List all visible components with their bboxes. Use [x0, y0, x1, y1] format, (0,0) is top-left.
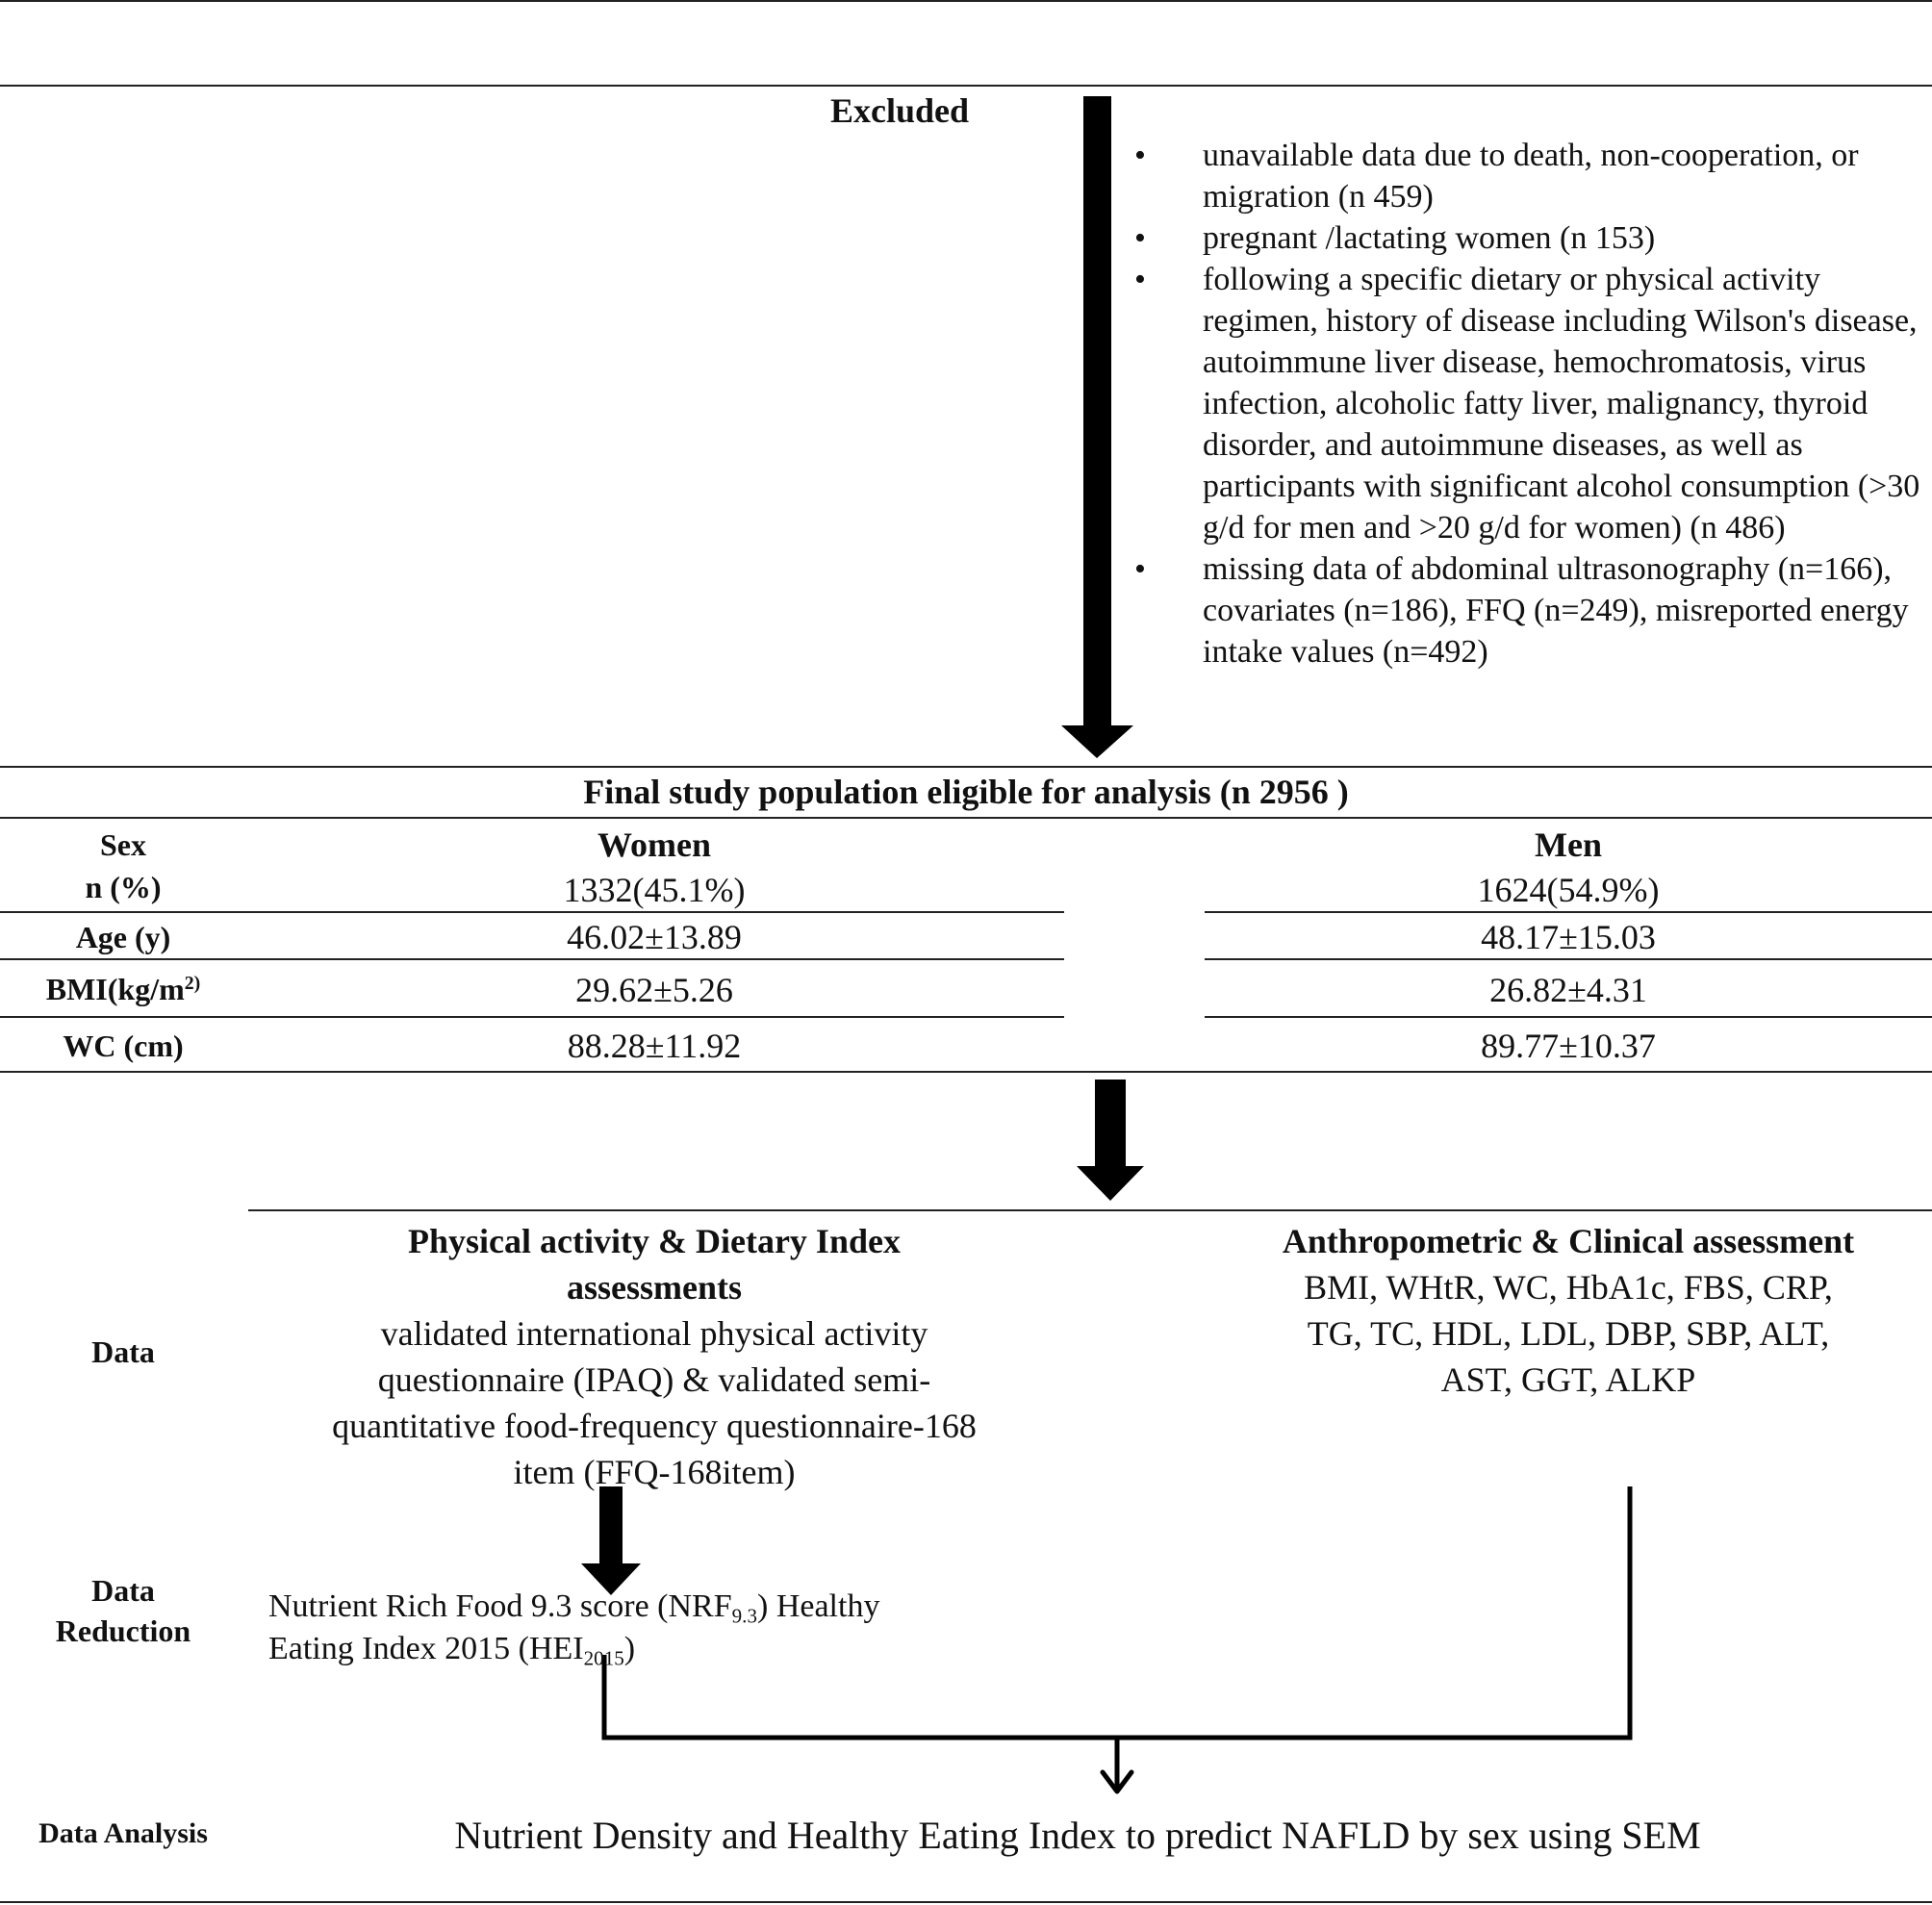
bmi-label-base: BMI(kg/m — [45, 972, 185, 1006]
bottom-border — [0, 1901, 1932, 1903]
reduction-line-2: Eating Index 2015 (HEI2015) — [268, 1628, 879, 1670]
excluded-arrow — [1061, 96, 1133, 758]
excluded-item-text: following a specific dietary or physical… — [1203, 262, 1920, 546]
bullet-icon: • — [1134, 262, 1146, 297]
top-border — [0, 0, 1932, 2]
reduction-text-part: ) Healthy — [757, 1588, 880, 1624]
excluded-item-text: unavailable data due to death, non-coope… — [1203, 138, 1859, 215]
men-bmi: 26.82±4.31 — [1489, 971, 1647, 1009]
row-label-sex: Sex — [100, 827, 146, 862]
women-row-rule-3 — [0, 1016, 1064, 1018]
anthro-body-line: BMI, WHtR, WC, HbA1c, FBS, CRP, — [1304, 1268, 1833, 1307]
reduction-subscript: 2015 — [583, 1646, 624, 1670]
excluded-title: Excluded — [830, 91, 970, 130]
assessment-top-rule — [248, 1209, 1932, 1211]
physical-body-line: questionnaire (IPAQ) & validated semi- — [377, 1360, 931, 1399]
row-label-n: n (%) — [85, 870, 162, 904]
final-bottom-rule — [0, 1071, 1932, 1073]
excluded-item-text: pregnant /lactating women (n 153) — [1203, 220, 1656, 256]
physical-to-reduction-arrow — [581, 1486, 641, 1595]
stage-label-data: Data — [91, 1334, 155, 1369]
stage-label-reduction: Data Reduction — [0, 1570, 246, 1651]
stage-label-reduction-line: Reduction — [55, 1613, 191, 1648]
women-header: Women — [597, 826, 711, 864]
men-wc: 89.77±10.37 — [1481, 1027, 1656, 1065]
bullet-icon: • — [1134, 220, 1146, 256]
men-row-rule-3 — [1205, 1016, 1932, 1018]
excluded-item: • unavailable data due to death, non-coo… — [1126, 135, 1924, 217]
merge-connector — [601, 1486, 1633, 1794]
stage-label-analysis: Data Analysis — [38, 1817, 208, 1849]
reduction-subscript: 9.3 — [731, 1604, 757, 1628]
women-row-rule-2 — [0, 958, 1064, 960]
reduction-line-1: Nutrient Rich Food 9.3 score (NRF9.3) He… — [268, 1586, 879, 1628]
men-age: 48.17±15.03 — [1481, 918, 1656, 956]
final-to-assessment-arrow — [1077, 1080, 1144, 1201]
bullet-icon: • — [1134, 138, 1146, 173]
women-n: 1332(45.1%) — [563, 871, 746, 909]
women-age: 46.02±13.89 — [567, 918, 742, 956]
excluded-item-text: missing data of abdominal ultrasonograph… — [1203, 551, 1909, 670]
women-bmi: 29.62±5.26 — [575, 971, 733, 1009]
men-header: Men — [1535, 826, 1602, 864]
bullet-icon: • — [1134, 551, 1146, 587]
anthro-title: Anthropometric & Clinical assessment — [1282, 1222, 1855, 1260]
reduction-text-part: ) — [623, 1631, 636, 1666]
physical-body-line: quantitative food-frequency questionnair… — [332, 1407, 977, 1445]
row-label-bmi: BMI(kg/m2) — [0, 974, 246, 1004]
physical-body-line: validated international physical activit… — [380, 1314, 928, 1353]
men-row-rule-1 — [1205, 911, 1932, 913]
reduction-text-part: Nutrient Rich Food 9.3 score (NRF — [268, 1588, 732, 1624]
reduction-text-part: Eating Index 2015 (HEI — [268, 1631, 584, 1666]
excluded-item: • pregnant /lactating women (n 153) — [1126, 217, 1924, 259]
women-row-rule-1 — [0, 911, 1064, 913]
women-wc: 88.28±11.92 — [567, 1027, 742, 1065]
excluded-item: • following a specific dietary or physic… — [1126, 259, 1924, 548]
anthro-body-line: TG, TC, HDL, LDL, DBP, SBP, ALT, — [1307, 1314, 1830, 1353]
bmi-label-sup: 2) — [184, 973, 201, 995]
final-title-rule — [0, 817, 1932, 819]
analysis-text: Nutrient Density and Healthy Eating Inde… — [454, 1814, 1701, 1857]
physical-assessment: Physical activity & Dietary Index assess… — [260, 1218, 1049, 1495]
excluded-top-rule — [0, 85, 1932, 87]
anthro-assessment: Anthropometric & Clinical assessment BMI… — [1222, 1218, 1915, 1403]
final-title: Final study population eligible for anal… — [583, 773, 1349, 811]
men-row-rule-2 — [1205, 958, 1932, 960]
excluded-item: • missing data of abdominal ultrasonogra… — [1126, 548, 1924, 673]
anthro-body-line: AST, GGT, ALKP — [1440, 1360, 1696, 1399]
reduction-text: Nutrient Rich Food 9.3 score (NRF9.3) He… — [268, 1586, 879, 1670]
physical-body-line: item (FFQ-168item) — [513, 1453, 796, 1491]
physical-title-line: assessments — [566, 1268, 742, 1307]
men-n: 1624(54.9%) — [1477, 871, 1660, 909]
final-top-rule — [0, 766, 1932, 768]
excluded-list: • unavailable data due to death, non-coo… — [1126, 135, 1924, 673]
row-label-wc: WC (cm) — [63, 1029, 184, 1063]
row-label-age: Age (y) — [75, 920, 171, 954]
stage-label-reduction-line: Data — [91, 1573, 155, 1608]
physical-title-line: Physical activity & Dietary Index — [408, 1222, 901, 1260]
